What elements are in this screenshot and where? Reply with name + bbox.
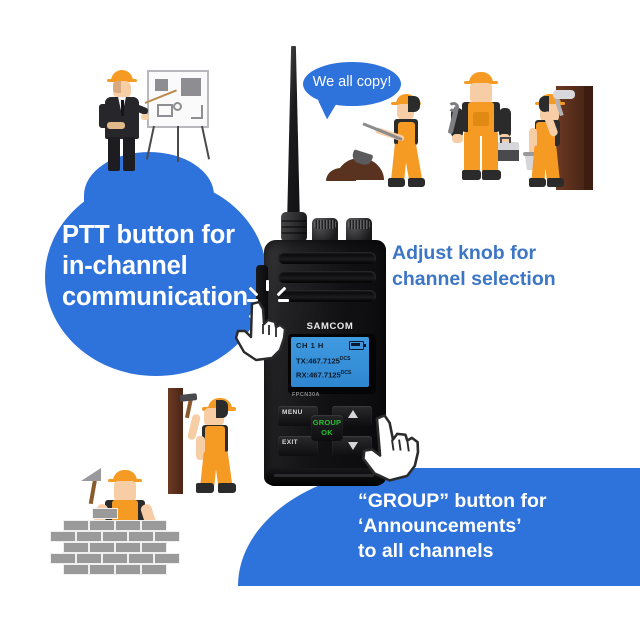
wooden-post (168, 388, 183, 494)
exit-button-label: EXIT (282, 439, 299, 446)
brick-wall (50, 508, 185, 585)
lcd-rx-label: RX: (296, 370, 310, 380)
group-label-line1: GROUP (312, 418, 342, 427)
lcd-tx-freq: 467.7125 (308, 356, 340, 366)
worker-digging-with-shovel (350, 92, 452, 190)
model-label: FPCN30A (292, 392, 320, 398)
brand-label: SAMCOM (306, 321, 354, 332)
group-label-line2: OK (321, 427, 333, 437)
battery-pack (266, 468, 384, 486)
hard-hat (113, 470, 137, 481)
hard-hat (539, 94, 561, 104)
group-callout-text: “GROUP” button for ‘Announcements’ to al… (358, 490, 547, 562)
lcd-channel: CH 1 H (296, 341, 324, 350)
lcd-rx-freq: 467.7125 (309, 370, 341, 380)
battery-icon (349, 341, 366, 350)
lcd-rx-row: RX:467.7125DCS (296, 370, 351, 380)
antenna-base (281, 212, 307, 242)
lcd-tx-label: TX: (296, 356, 309, 366)
up-arrow-icon (348, 410, 358, 418)
exit-button[interactable] (278, 436, 318, 456)
hammer-head (179, 393, 198, 402)
lcd-tx-tone: DCS (339, 356, 351, 362)
worker-painting-with-roller (505, 90, 577, 190)
worker-with-wrench-and-toolbox (447, 72, 519, 190)
menu-button[interactable] (278, 406, 318, 426)
dirt-pile-small (326, 168, 356, 181)
hard-hat (469, 72, 493, 83)
trowel-blade (81, 468, 101, 481)
speech-bubble-text: We all copy! (312, 74, 392, 90)
hard-hat (111, 70, 133, 81)
worker-hammering-post (179, 392, 254, 493)
hand-cursor-ptt (232, 300, 290, 362)
menu-button-label: MENU (282, 409, 303, 416)
wall-edge (584, 86, 593, 190)
lcd-tx-row: TX:467.7125DCS (296, 356, 350, 366)
ptt-callout-text: PTT button for in-channel communication (62, 221, 248, 311)
lcd-rx-tone: DCS (340, 370, 352, 376)
paint-roller (553, 90, 575, 99)
ptt-callout-circle (45, 178, 267, 376)
hard-hat (396, 94, 417, 104)
knob-callout-text: Adjust knob for channel selection (392, 242, 556, 290)
speaker-grille (278, 252, 376, 312)
lcd-display: CH 1 H TX:467.7125DCS RX:467.7125DCS (291, 337, 369, 387)
down-arrow-icon (348, 442, 358, 450)
antenna (287, 46, 300, 224)
hand-cursor-group (352, 408, 427, 487)
group-ok-button[interactable] (311, 415, 343, 441)
two-way-radio: SAMCOM CH 1 H TX:467.7125DCS RX:467.7125… (248, 40, 388, 486)
click-burst-ptt (247, 280, 289, 319)
speech-bubble (303, 62, 401, 106)
trowel-handle (88, 477, 98, 505)
supervisor-presenting-blueprint (95, 62, 215, 174)
